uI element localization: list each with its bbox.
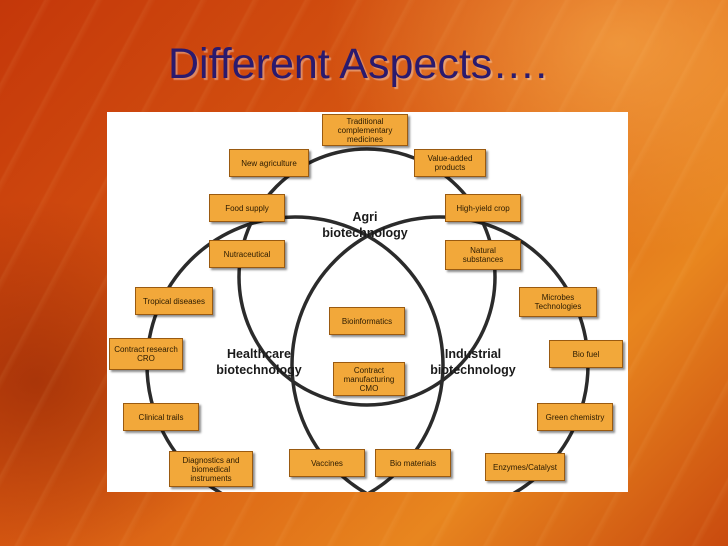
box-tropical-diseases: Tropical diseases — [135, 287, 213, 315]
box-food-supply: Food supply — [209, 194, 285, 222]
agri-label: Agri biotechnology — [322, 210, 408, 240]
box-vaccines: Vaccines — [289, 449, 365, 477]
diagram-panel: Agri biotechnology Healthcare biotechnol… — [107, 112, 628, 492]
box-microbes-technologies: Microbes Technologies — [519, 287, 597, 317]
box-new-agriculture: New agriculture — [229, 149, 309, 177]
industrial-label: Industrial biotechnology — [430, 347, 516, 377]
box-bioinformatics: Bioinformatics — [329, 307, 405, 335]
slide-title: Different Aspects…. — [168, 40, 548, 88]
box-diagnostics: Diagnostics and biomedical instruments — [169, 451, 253, 487]
box-bio-fuel: Bio fuel — [549, 340, 623, 368]
box-enzymes-catalyst: Enzymes/Catalyst — [485, 453, 565, 481]
box-natural-substances: Natural substances — [445, 240, 521, 270]
box-high-yield-crop: High-yield crop — [445, 194, 521, 222]
box-green-chemistry: Green chemistry — [537, 403, 613, 431]
box-nutraceutical: Nutraceutical — [209, 240, 285, 268]
box-bio-materials: Bio materials — [375, 449, 451, 477]
healthcare-label: Healthcare biotechnology — [216, 347, 302, 377]
agri-circle — [237, 147, 497, 407]
box-traditional-medicines: Traditional complementary medicines — [322, 114, 408, 146]
box-value-added-products: Value-added products — [414, 149, 486, 177]
box-contract-manufacturing: Contract manufacturing CMO — [333, 362, 405, 396]
box-clinical-trails: Clinical trails — [123, 403, 199, 431]
box-contract-research: Contract research CRO — [109, 338, 183, 370]
